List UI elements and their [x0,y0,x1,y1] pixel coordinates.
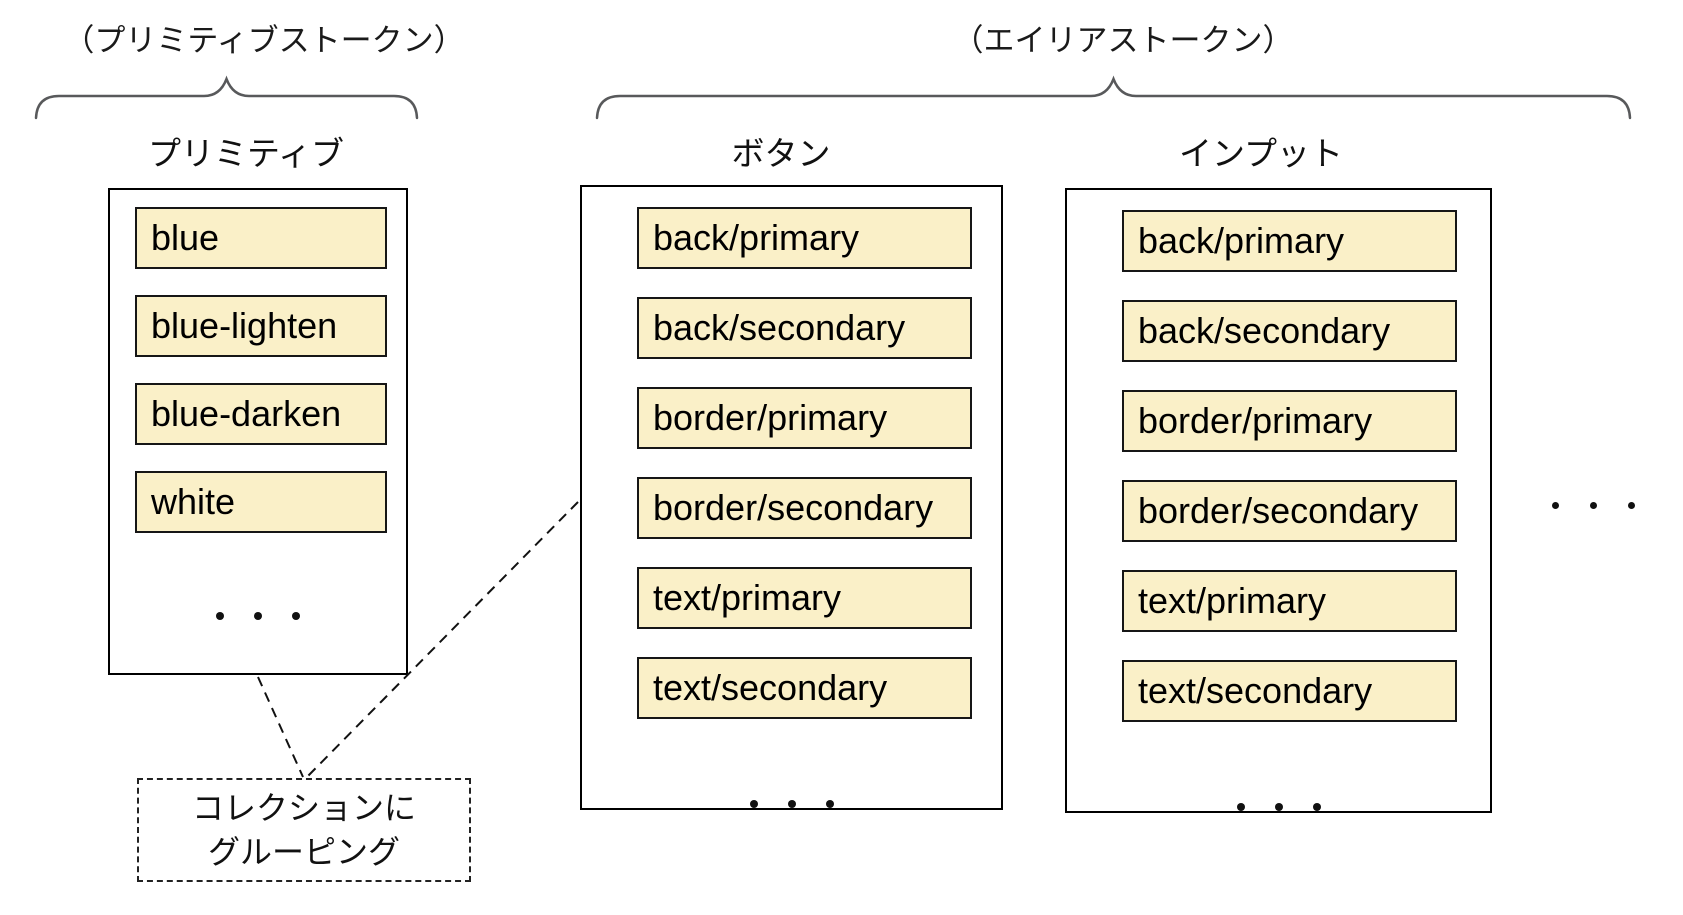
grouping-note: コレクションに グルーピング [137,778,471,882]
dot-icon [1236,803,1245,811]
dot-icon [787,800,796,808]
token-item: border/primary [637,387,972,449]
token-item: border/secondary [637,477,972,539]
token-item: border/secondary [1122,480,1457,542]
button-collection-panel: back/primary back/secondary border/prima… [580,185,1003,810]
token-item: white [135,471,387,533]
dot-icon [1274,803,1283,811]
more-collections-ellipsis [1552,502,1635,509]
dot-icon [1590,502,1597,509]
token-item: border/primary [1122,390,1457,452]
dot-icon [749,800,758,808]
primitive-collection-panel: blue blue-lighten blue-darken white [108,188,408,675]
ellipsis-dots [1067,803,1490,811]
panel-title-input: インプット [1178,135,1344,172]
primitive-group-brace-icon [34,75,419,120]
dot-icon [1552,502,1559,509]
dot-icon [216,612,224,620]
alias-token-group-label: （エイリアストークン） [952,23,1294,58]
dot-icon [825,800,834,808]
grouping-note-line: グルーピング [207,834,400,870]
panel-title-primitive: プリミティブ [147,135,345,172]
token-item: back/secondary [637,297,972,359]
token-item: blue-lighten [135,295,387,357]
token-item: text/secondary [637,657,972,719]
token-item: text/primary [637,567,972,629]
panel-title-button: ボタン [731,135,831,172]
primitive-token-group-label: （プリミティブストークン） [63,23,465,58]
token-item: text/secondary [1122,660,1457,722]
dot-icon [292,612,300,620]
grouping-note-line: コレクションに [191,790,416,826]
token-item: blue [135,207,387,269]
token-item: back/primary [1122,210,1457,272]
input-collection-panel: back/primary back/secondary border/prima… [1065,188,1492,813]
ellipsis-dots [110,612,406,620]
ellipsis-dots [582,800,1001,808]
alias-group-brace-icon [595,75,1632,120]
token-item: blue-darken [135,383,387,445]
token-item: back/secondary [1122,300,1457,362]
dot-icon [1312,803,1321,811]
dot-icon [254,612,262,620]
dot-icon [1628,502,1635,509]
token-item: back/primary [637,207,972,269]
token-item: text/primary [1122,570,1457,632]
